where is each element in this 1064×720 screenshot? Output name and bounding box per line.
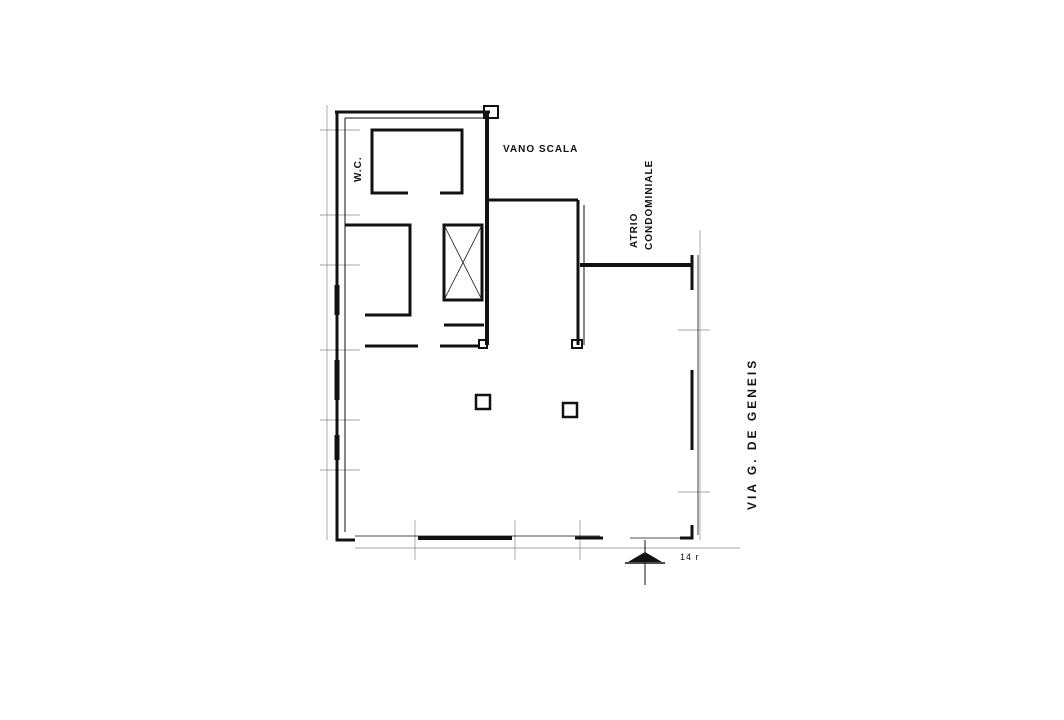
stair-label: VANO SCALA	[503, 144, 578, 155]
walls	[320, 105, 740, 560]
pillar	[478, 339, 488, 349]
pillar	[571, 339, 583, 349]
atrium-label-1: ATRIO	[629, 213, 640, 248]
pillar	[561, 401, 579, 419]
dimension-label: 14 r	[680, 552, 700, 562]
pillar	[474, 393, 492, 411]
wc-label: W.C.	[353, 156, 364, 182]
north-arrow-icon	[625, 540, 665, 585]
street-label: VIA G. DE GENEIS	[745, 358, 759, 510]
construction-lines	[320, 105, 740, 560]
atrium-label-2: CONDOMINIALE	[644, 160, 655, 250]
pillar	[483, 105, 499, 119]
